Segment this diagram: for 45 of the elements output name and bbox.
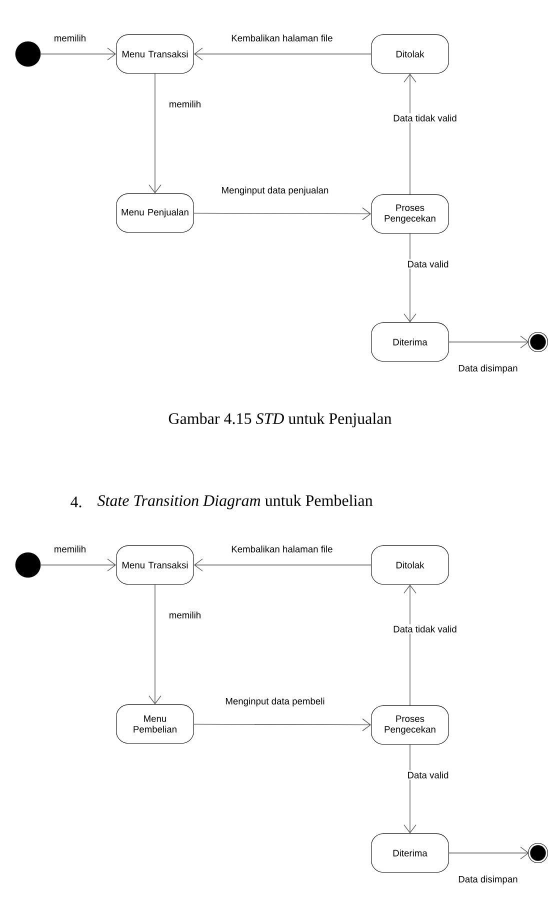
arrow <box>404 74 416 195</box>
arrow <box>404 744 416 834</box>
state-box: Diterima <box>371 833 449 873</box>
section-heading: State Transition Diagram untuk Pembelian <box>97 494 373 510</box>
edge-label: memilih <box>168 610 202 620</box>
final-state-circle <box>528 843 548 863</box>
edge-label: Data tidak valid <box>392 113 458 123</box>
edge-label: Data valid <box>406 259 450 269</box>
arrow <box>40 558 116 572</box>
arrow <box>194 718 372 732</box>
edge-label: Menginput data pembeli <box>224 696 326 708</box>
edge-label: Data disimpan <box>456 874 520 886</box>
state-box: Menu Transaksi <box>116 545 194 585</box>
arrow <box>194 558 372 572</box>
state-box: Ditolak <box>371 545 449 585</box>
arrow <box>448 336 530 348</box>
edge-label: Data tidak valid <box>392 624 458 634</box>
initial-state-circle <box>15 41 41 67</box>
edge-label: Menginput data penjualan <box>220 185 330 197</box>
state-box: Menu Penjualan <box>116 193 194 233</box>
edge-label: memilih <box>52 544 88 554</box>
state-box: Menu Pembelian <box>116 704 194 744</box>
initial-state-circle <box>15 552 41 578</box>
state-box: Proses Pengecekan <box>371 194 449 234</box>
edge-label: memilih <box>52 33 88 43</box>
state-box: Diterima <box>371 322 449 362</box>
arrow <box>194 208 372 220</box>
arrow <box>40 48 116 60</box>
edge-label: memilih <box>168 99 202 109</box>
state-box: Proses Pengecekan <box>371 705 449 745</box>
arrow <box>404 584 416 706</box>
edge-label: Data valid <box>406 770 450 780</box>
arrow <box>148 73 162 194</box>
final-state-circle <box>528 332 548 352</box>
edge-label: Kembalikan halaman file <box>230 544 334 554</box>
arrow <box>194 48 372 60</box>
edge-label: Kembalikan halaman file <box>230 33 334 43</box>
arrow <box>448 846 530 860</box>
state-box: Ditolak <box>371 34 449 74</box>
edge-label: Data disimpan <box>456 363 520 375</box>
list-number: 4. <box>70 496 82 508</box>
arrow <box>148 584 162 704</box>
state-box: Menu Transaksi <box>116 34 194 74</box>
figure-caption: Gambar 4.15 STD untuk Penjualan <box>168 412 392 428</box>
arrow <box>404 233 416 322</box>
